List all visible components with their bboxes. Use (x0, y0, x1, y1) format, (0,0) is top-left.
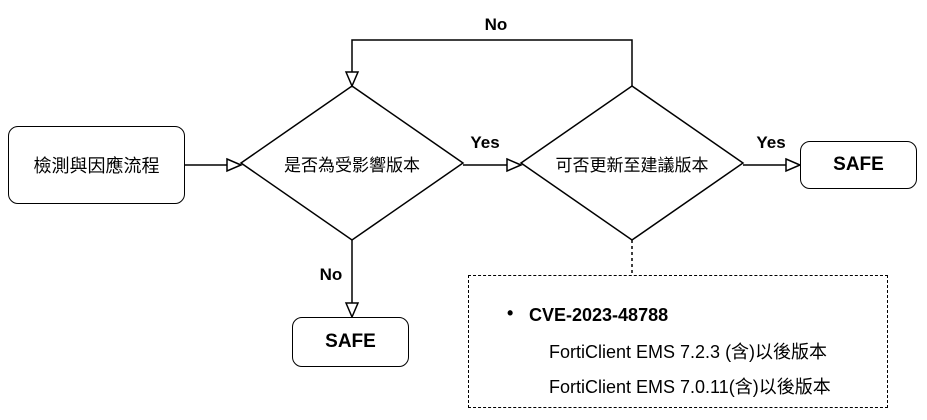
edge-label-d2-yes: Yes (756, 133, 786, 152)
edge-label-d1-no: No (319, 265, 343, 284)
note-bullet: • (507, 303, 514, 323)
arrowhead-decision1-left (226, 157, 243, 173)
safe-node-right: SAFE (800, 141, 917, 189)
recommended-version-note: • CVE-2023-48788 FortiClient EMS 7.2.3 (… (468, 275, 888, 408)
start-node-label: 檢測與因應流程 (33, 156, 160, 177)
arrowhead-safe-bottom (344, 302, 360, 319)
edge-label-d1-yes: Yes (470, 133, 500, 152)
note-cve-id: CVE-2023-48788 (529, 305, 669, 325)
arrowhead-decision1-top (344, 71, 360, 88)
decision1-label: 是否為受影響版本 (284, 155, 420, 176)
start-node: 檢測與因應流程 (8, 126, 185, 204)
arrowhead-decision2-left (506, 157, 523, 173)
decision2-label: 可否更新至建議版本 (555, 155, 709, 176)
arrowhead-safe-right (785, 157, 802, 173)
edge-label-loop-no: No (484, 15, 508, 34)
note-version-line-1: FortiClient EMS 7.2.3 (含)以後版本 (549, 342, 828, 362)
safe-node-bottom: SAFE (292, 317, 409, 367)
edge-loop-no (351, 39, 633, 86)
note-version-line-2: FortiClient EMS 7.0.11(含)以後版本 (549, 377, 831, 397)
